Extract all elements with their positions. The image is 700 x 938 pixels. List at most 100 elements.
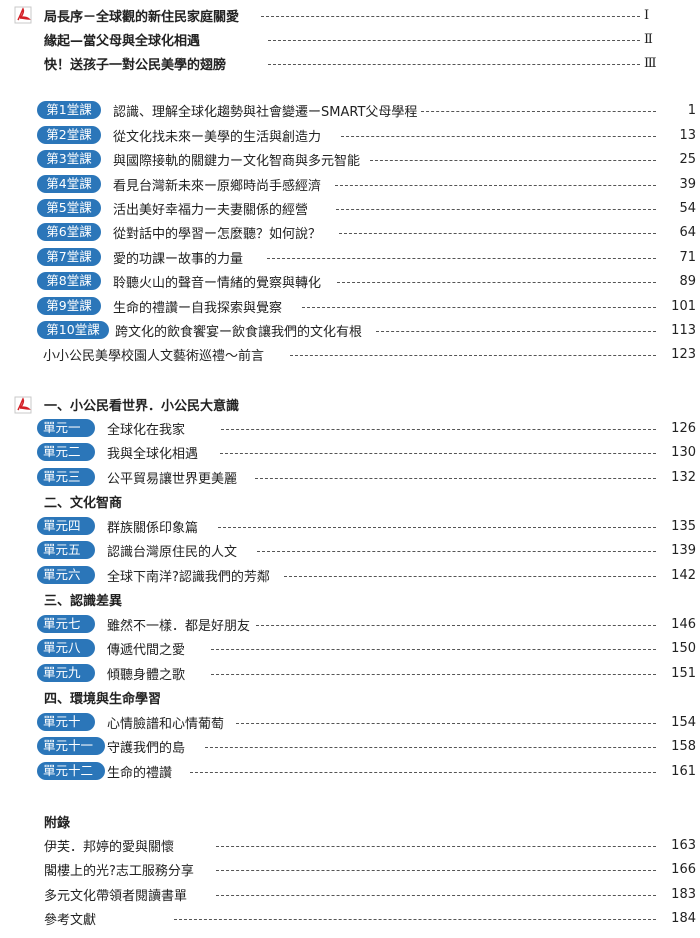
- unit-page: 130: [671, 444, 696, 460]
- dot-leader: [268, 63, 640, 65]
- toc-row[interactable]: 快！送孩子一對公民美學的翅膀 Ⅲ: [0, 52, 700, 74]
- appendix-title: 多元文化帶領者閱讀書單: [44, 888, 188, 904]
- lesson-badge: 第2堂課: [37, 126, 101, 144]
- dot-leader: [218, 526, 656, 528]
- unit-row[interactable]: 單元一 全球化在我家 126: [0, 417, 700, 439]
- dot-leader: [256, 624, 656, 626]
- unit-title: 傾聽身體之歌: [107, 667, 186, 683]
- lesson-page: 13: [679, 127, 696, 143]
- lesson-page: 39: [679, 176, 696, 192]
- unit-row[interactable]: 單元二 我與全球化相遇 130: [0, 441, 700, 463]
- lesson-row[interactable]: 第4堂課 看見台灣新未來ー原鄉時尚手感經濟 39: [0, 173, 700, 195]
- dot-leader: [283, 575, 656, 577]
- lesson-row[interactable]: 第3堂課 與國際接軌的關鍵力ー文化智商與多元智能 25: [0, 148, 700, 170]
- unit-page: 139: [671, 542, 696, 558]
- lesson-title: 活出美好幸福力ー夫妻關係的經營: [113, 202, 309, 218]
- lesson-title: 看見台灣新未來ー原鄉時尚手感經濟: [113, 178, 322, 194]
- section-heading-row: 四、環境與生命學習: [0, 686, 700, 708]
- dot-leader: [205, 746, 656, 748]
- unit-title: 生命的禮讚: [107, 765, 173, 781]
- dot-leader: [290, 354, 656, 356]
- unit-row[interactable]: 單元九 傾聽身體之歌 151: [0, 662, 700, 684]
- appendix-row[interactable]: 伊芙．邦婷的愛與關懷 163: [0, 834, 700, 856]
- unit-row[interactable]: 單元五 認識台灣原住民的人文 139: [0, 539, 700, 561]
- unit-badge: 單元八: [37, 639, 95, 657]
- appendix-row[interactable]: 參考文獻 184: [0, 907, 700, 929]
- lesson-title: 跨文化的飲食饗宴ー飲食讓我們的文化有根: [115, 324, 363, 340]
- lesson-page: 113: [671, 322, 696, 338]
- lesson-badge: 第10堂課: [37, 321, 109, 339]
- dot-leader: [337, 281, 656, 283]
- dot-leader: [268, 39, 640, 41]
- unit-row[interactable]: 單元四 群族關係印象篇 135: [0, 515, 700, 537]
- lesson-page: 1: [687, 102, 696, 118]
- unit-page: 142: [671, 567, 696, 583]
- lesson-badge: 第4堂課: [37, 175, 101, 193]
- unit-badge: 單元六: [37, 566, 95, 584]
- section-heading: 三、認識差異: [44, 593, 123, 609]
- dot-leader: [339, 232, 656, 234]
- unit-page: 132: [671, 469, 696, 485]
- unit-row[interactable]: 單元七 雖然不一樣．都是好朋友 146: [0, 613, 700, 635]
- appendix-row[interactable]: 多元文化帶領者閱讀書單 183: [0, 883, 700, 905]
- section-heading: 二、文化智商: [44, 495, 123, 511]
- dot-leader: [370, 159, 656, 161]
- dot-leader: [220, 452, 656, 454]
- lesson-row[interactable]: 第5堂課 活出美好幸福力ー夫妻關係的經營 54: [0, 197, 700, 219]
- unit-row[interactable]: 單元十 心情臉譜和心情葡萄 154: [0, 711, 700, 733]
- lesson-badge: 第9堂課: [37, 297, 101, 315]
- unit-row[interactable]: 單元十一 守護我們的島 158: [0, 735, 700, 757]
- lesson-row[interactable]: 第2堂課 從文化找未來ー美學的生活與創造力 13: [0, 124, 700, 146]
- toc-row[interactable]: 小小公民美學校園人文藝術巡禮～前言 123: [0, 343, 700, 365]
- unit-row[interactable]: 單元八 傳遞代間之愛 150: [0, 637, 700, 659]
- toc-page: Ⅱ: [644, 31, 653, 47]
- appendix-page: 184: [671, 910, 696, 926]
- intro-page: 123: [671, 346, 696, 362]
- lesson-badge: 第7堂課: [37, 248, 101, 266]
- lesson-row[interactable]: 第10堂課 跨文化的飲食饗宴ー飲食讓我們的文化有根 113: [0, 319, 700, 341]
- lesson-title: 從文化找未來ー美學的生活與創造力: [113, 129, 322, 145]
- lesson-title: 認識、理解全球化趨勢與社會變遷ーSMART父母學程: [113, 104, 418, 120]
- section-heading: 四、環境與生命學習: [44, 691, 162, 707]
- lesson-row[interactable]: 第1堂課 認識、理解全球化趨勢與社會變遷ーSMART父母學程 1: [0, 99, 700, 121]
- unit-row[interactable]: 單元六 全球下南洋?認識我們的芳鄰 142: [0, 564, 700, 586]
- unit-row[interactable]: 單元三 公平貿易讓世界更美麗 132: [0, 466, 700, 488]
- dot-leader: [216, 869, 656, 871]
- lesson-row[interactable]: 第9堂課 生命的禮讚ー自我探索與覺察 101: [0, 295, 700, 317]
- lesson-title: 與國際接軌的關鍵力ー文化智商與多元智能: [113, 153, 361, 169]
- unit-page: 146: [671, 616, 696, 632]
- toc-page: Ⅰ: [644, 7, 650, 23]
- unit-title: 全球下南洋?認識我們的芳鄰: [107, 569, 270, 585]
- unit-title: 心情臉譜和心情葡萄: [107, 716, 225, 732]
- lesson-page: 101: [671, 298, 696, 314]
- lesson-title: 愛的功課ー故事的力量: [113, 251, 244, 267]
- unit-row[interactable]: 單元十二 生命的禮讚 161: [0, 760, 700, 782]
- dot-leader: [267, 257, 656, 259]
- lesson-row[interactable]: 第8堂課 聆聽火山的聲音ー情緒的覺察與轉化 89: [0, 270, 700, 292]
- lesson-badge: 第3堂課: [37, 150, 101, 168]
- appendix-page: 183: [671, 886, 696, 902]
- unit-page: 161: [671, 763, 696, 779]
- unit-title: 公平貿易讓世界更美麗: [107, 471, 238, 487]
- dot-leader: [376, 330, 656, 332]
- lesson-title: 生命的禮讚ー自我探索與覺察: [113, 300, 283, 316]
- unit-badge: 單元七: [37, 615, 95, 633]
- dot-leader: [236, 722, 656, 724]
- lesson-row[interactable]: 第6堂課 從對話中的學習ー怎麼聽？如何說？ 64: [0, 221, 700, 243]
- unit-page: 158: [671, 738, 696, 754]
- unit-page: 154: [671, 714, 696, 730]
- lesson-row[interactable]: 第7堂課 愛的功課ー故事的力量 71: [0, 246, 700, 268]
- appendix-row[interactable]: 閣樓上的光?志工服務分享 166: [0, 858, 700, 880]
- intro-title: 小小公民美學校園人文藝術巡禮～前言: [43, 348, 265, 364]
- unit-badge: 單元四: [37, 517, 95, 535]
- unit-title: 守護我們的島: [107, 740, 186, 756]
- lesson-page: 54: [679, 200, 696, 216]
- toc-row[interactable]: 局長序－全球觀的新住民家庭關愛 Ⅰ: [0, 4, 700, 26]
- unit-badge: 單元三: [37, 468, 95, 486]
- lesson-badge: 第5堂課: [37, 199, 101, 217]
- unit-badge: 單元十: [37, 713, 95, 731]
- appendix-page: 166: [671, 861, 696, 877]
- toc-row[interactable]: 緣起—當父母與全球化相遇 Ⅱ: [0, 28, 700, 50]
- unit-badge: 單元五: [37, 541, 95, 559]
- lesson-page: 25: [679, 151, 696, 167]
